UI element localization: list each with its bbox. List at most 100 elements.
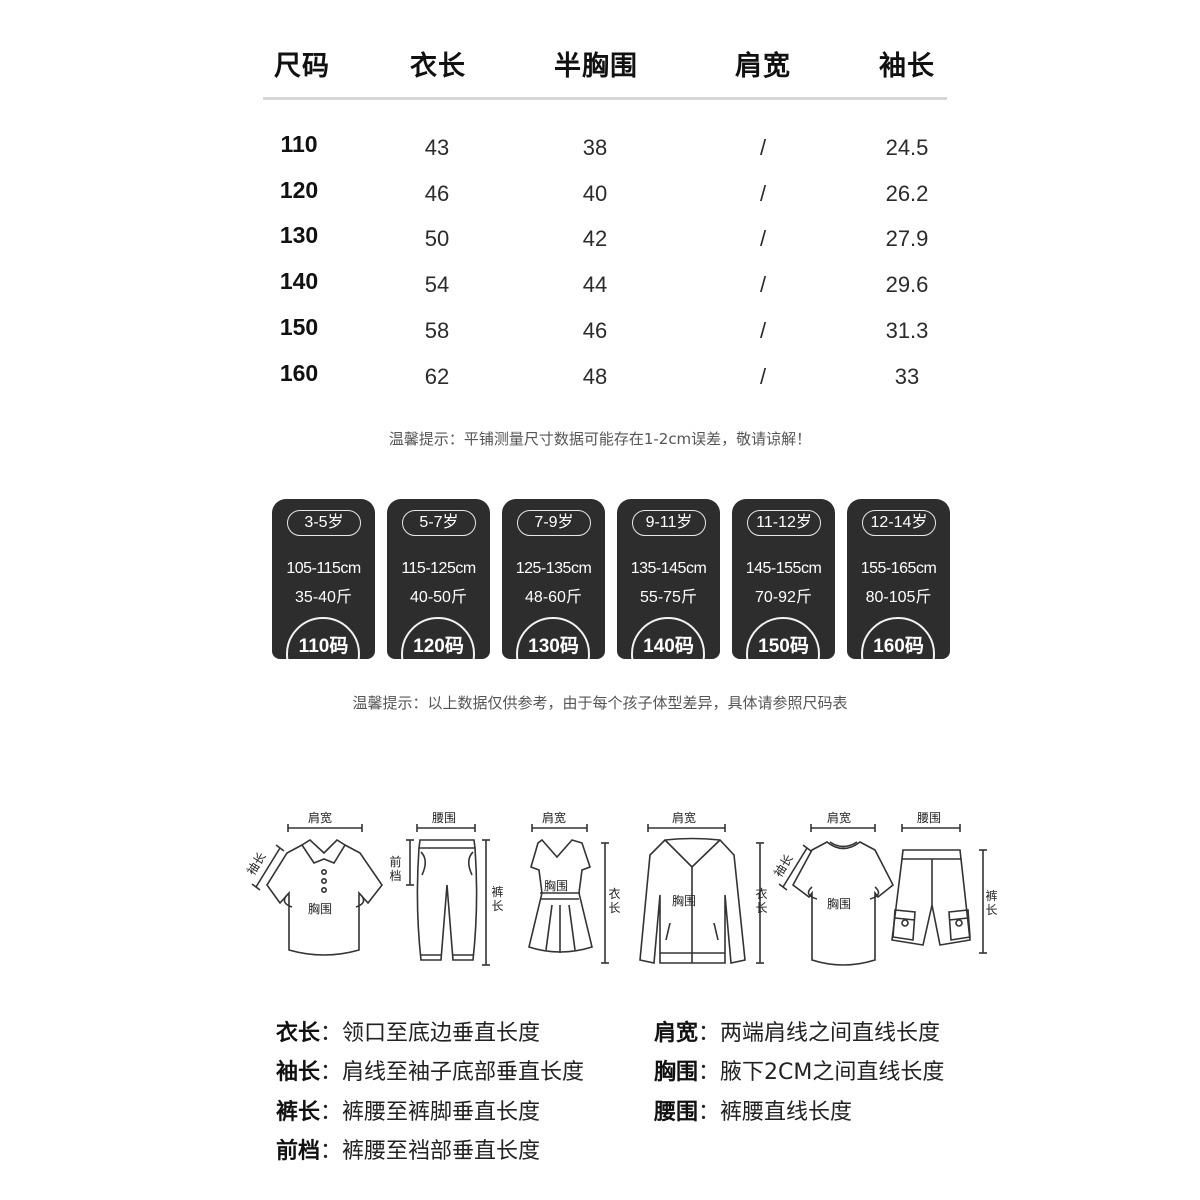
- label-chest: 胸围: [544, 879, 569, 893]
- definition-pants-length: 裤长：裤腰至裤脚垂直长度: [276, 1100, 541, 1125]
- label-chest: 胸围: [672, 894, 697, 908]
- age-range: 7-9岁: [517, 510, 591, 536]
- age-range: 9-11岁: [632, 510, 706, 536]
- cell-size: 120: [279, 177, 319, 203]
- height-range: 145-155cm: [745, 560, 822, 577]
- label-garment-length: 衣长: [755, 887, 768, 915]
- size-card: 3-5岁 105-115cm 35-40斤 110码: [272, 499, 375, 659]
- age-range: 11-12岁: [747, 510, 821, 536]
- cell-size: 110: [280, 131, 318, 157]
- definition-waist: 腰围：裤腰直线长度: [654, 1100, 853, 1125]
- cell-half-chest: 48: [582, 364, 608, 389]
- label-chest: 胸围: [308, 902, 333, 916]
- cell-half-chest: 38: [582, 135, 608, 160]
- cell-shoulder: /: [759, 364, 767, 389]
- cell-half-chest: 46: [582, 318, 608, 343]
- size-card: 5-7岁 115-125cm 40-50斤 120码: [387, 499, 490, 659]
- label-garment-length: 衣长: [608, 887, 621, 915]
- weight-range: 35-40斤: [295, 589, 352, 606]
- height-range: 105-115cm: [286, 560, 361, 577]
- cell-sleeve: 31.3: [885, 318, 929, 343]
- dress-diagram: 肩宽 胸围 衣长: [512, 811, 622, 975]
- polo-shirt-diagram: 肩宽 胸围 袖长: [242, 811, 392, 975]
- size-card: 7-9岁 125-135cm 48-60斤 130码: [502, 499, 605, 659]
- label-shoulder: 肩宽: [308, 811, 333, 825]
- definition-chest: 胸围：腋下2CM之间直线长度: [654, 1060, 945, 1085]
- cell-half-chest: 42: [582, 226, 608, 251]
- long-pants-icon: [406, 824, 490, 966]
- weight-range: 40-50斤: [410, 589, 467, 606]
- label-shoulder: 肩宽: [672, 811, 697, 825]
- age-range: 12-14岁: [862, 510, 936, 536]
- age-range: 3-5岁: [287, 510, 361, 536]
- polo-shirt-icon: [251, 824, 383, 956]
- header-half-chest: 半胸围: [554, 51, 638, 82]
- cell-shoulder: /: [759, 181, 767, 206]
- header-size: 尺码: [274, 51, 330, 82]
- label-waist: 腰围: [432, 811, 457, 825]
- header-length: 衣长: [410, 51, 466, 82]
- definition-garment-length: 衣长：领口至底边垂直长度: [276, 1021, 541, 1046]
- header-sleeve: 袖长: [879, 51, 935, 82]
- definition-shoulder: 肩宽：两端肩线之间直线长度: [654, 1021, 941, 1046]
- cell-length: 50: [424, 226, 450, 251]
- definition-sleeve: 袖长：肩线至袖子底部垂直长度: [276, 1060, 585, 1085]
- cell-size: 140: [279, 268, 319, 294]
- height-range: 115-125cm: [401, 560, 476, 577]
- card-size-label: 120码: [413, 636, 464, 657]
- header-divider: [263, 97, 947, 100]
- jacket-icon: [639, 824, 764, 964]
- cell-size: 160: [279, 360, 319, 386]
- label-pants-length: 裤长: [985, 889, 998, 917]
- cell-size: 150: [279, 314, 319, 340]
- definition-rise: 前档：裤腰至裆部垂直长度: [276, 1139, 541, 1164]
- height-range: 125-135cm: [515, 560, 592, 577]
- reference-tip: 温馨提示：以上数据仅供参考，由于每个孩子体型差异，具体请参照尺码表: [352, 694, 848, 712]
- cell-shoulder: /: [759, 272, 767, 297]
- weight-range: 80-105斤: [865, 589, 932, 606]
- cell-length: 54: [424, 272, 450, 297]
- shorts-icon: [891, 824, 987, 954]
- cell-length: 58: [424, 318, 450, 343]
- card-size-label: 130码: [528, 636, 579, 657]
- size-card: 11-12岁 145-155cm 70-92斤 150码: [732, 499, 835, 659]
- cell-length: 62: [424, 364, 450, 389]
- card-size-label: 160码: [873, 636, 924, 657]
- label-shoulder: 肩宽: [827, 811, 852, 825]
- header-shoulder: 肩宽: [735, 51, 791, 82]
- long-pants-diagram: 腰围 前档 裤长: [385, 811, 510, 975]
- cell-half-chest: 40: [582, 181, 608, 206]
- label-waist: 腰围: [917, 811, 942, 825]
- size-card: 9-11岁 135-145cm 55-75斤 140码: [617, 499, 720, 659]
- dress-icon: [528, 824, 609, 964]
- age-range: 5-7岁: [402, 510, 476, 536]
- height-range: 155-165cm: [860, 560, 937, 577]
- label-pants-length: 裤长: [491, 885, 504, 913]
- measurement-tip: 温馨提示：平铺测量尺寸数据可能存在1-2cm误差，敬请谅解！: [388, 430, 812, 448]
- tshirt-icon: [778, 824, 895, 966]
- label-shoulder: 肩宽: [542, 811, 567, 825]
- label-chest: 胸围: [827, 897, 852, 911]
- card-size-label: 150码: [758, 636, 809, 657]
- card-size-label: 140码: [643, 636, 694, 657]
- label-rise: 前档: [389, 855, 402, 883]
- cell-length: 46: [424, 181, 450, 206]
- cell-sleeve: 27.9: [885, 226, 929, 251]
- weight-range: 48-60斤: [525, 589, 582, 606]
- weight-range: 55-75斤: [640, 589, 697, 606]
- cell-sleeve: 33: [894, 364, 920, 389]
- height-range: 135-145cm: [630, 560, 707, 577]
- card-size-label: 110码: [298, 636, 349, 657]
- weight-range: 70-92斤: [755, 589, 812, 606]
- cell-shoulder: /: [759, 318, 767, 343]
- cell-sleeve: 24.5: [885, 135, 929, 160]
- cell-size: 130: [279, 222, 319, 248]
- jacket-diagram: 肩宽 胸围 衣长: [630, 811, 780, 975]
- cell-shoulder: /: [759, 226, 767, 251]
- cell-sleeve: 29.6: [885, 272, 929, 297]
- cell-length: 43: [424, 135, 450, 160]
- shorts-diagram: 腰围 裤长: [890, 811, 1005, 975]
- tshirt-diagram: 肩宽 胸围 袖长: [765, 811, 895, 975]
- cell-shoulder: /: [759, 135, 767, 160]
- size-card: 12-14岁 155-165cm 80-105斤 160码: [847, 499, 950, 659]
